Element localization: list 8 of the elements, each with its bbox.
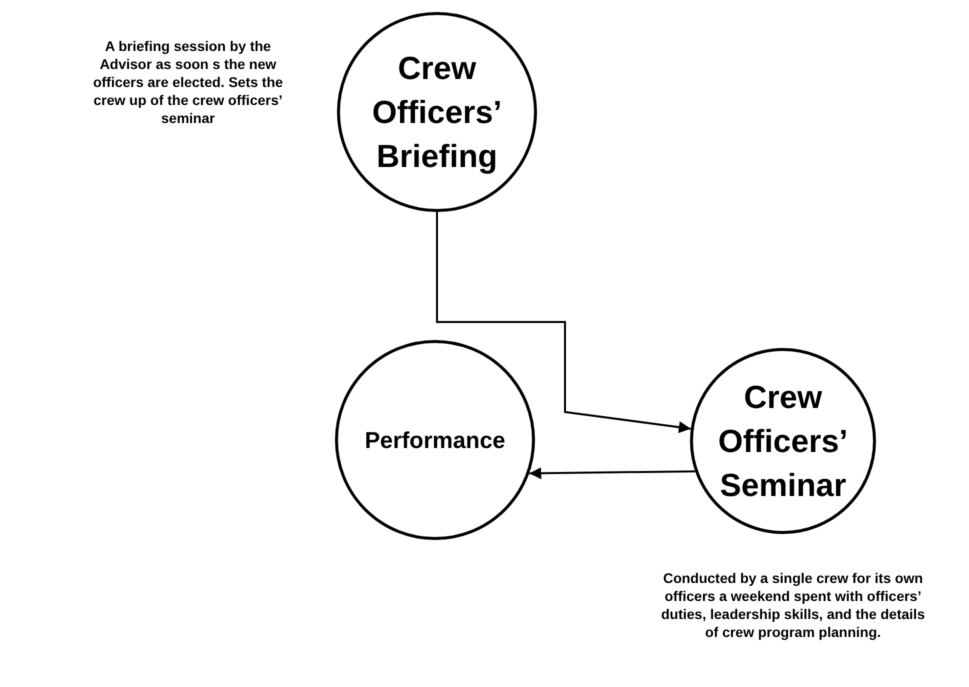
node-label: Performance	[364, 426, 506, 454]
node-label: Crew Officers’ Seminar	[717, 378, 849, 505]
circle-node	[335, 340, 535, 540]
description-text: A briefing session by the Advisor as soon s the new officers are elected. Sets the crew up of the crew officers’ seminar	[92, 37, 284, 127]
description-text: Conducted by a single crew for its own officers a weekend spent with officers’ duties, leadership skills, and the details of crew program planning.	[660, 569, 926, 641]
arrow	[436, 212, 691, 434]
arrow	[529, 467, 696, 480]
node-label: Crew Officers’ Briefing	[371, 49, 503, 176]
